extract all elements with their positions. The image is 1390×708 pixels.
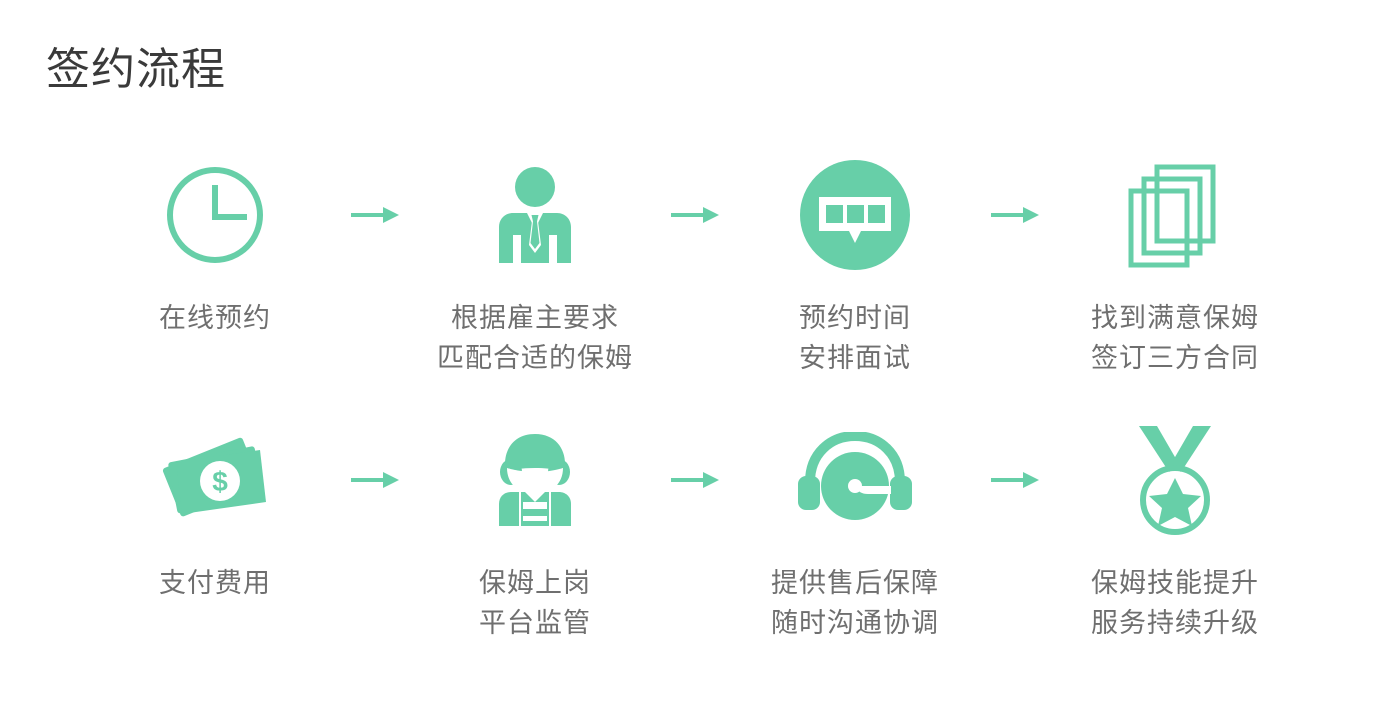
flow-row-1: 在线预约 根据雇主要求 匹配合适的保姆 [0,160,1390,378]
arrow-right-icon [975,425,1055,535]
flow-step-after-sales-support[interactable]: 提供售后保障 随时沟通协调 [735,425,975,643]
stacked-documents-icon [1110,160,1240,270]
cash-money-icon: $ [150,425,280,535]
flow-step-label: 支付费用 [159,563,271,603]
flow-step-label-line2: 匹配合适的保姆 [437,343,633,373]
flow-step-label-line1: 保姆技能提升 [1091,568,1259,598]
flow-step-skill-upgrade[interactable]: 保姆技能提升 服务持续升级 [1055,425,1295,643]
businessman-icon [470,160,600,270]
svg-text:$: $ [212,466,228,497]
flow-step-label-line1: 找到满意保姆 [1091,303,1259,333]
headset-support-icon [790,425,920,535]
flow-step-label: 预约时间 安排面试 [799,298,911,378]
flow-step-label-line1: 根据雇主要求 [451,303,619,333]
flow-step-label-line1: 在线预约 [159,303,271,333]
flow-step-label: 在线预约 [159,298,271,338]
chat-bubble-icon [790,160,920,270]
flow-step-nanny-onboard[interactable]: 保姆上岗 平台监管 [415,425,655,643]
arrow-right-icon [655,160,735,270]
flow-step-label: 根据雇主要求 匹配合适的保姆 [437,298,633,378]
flow-step-label-line1: 预约时间 [799,303,911,333]
medal-star-icon [1110,425,1240,535]
flow-step-label: 保姆上岗 平台监管 [479,563,591,643]
flow-step-label-line1: 支付费用 [159,568,271,598]
nanny-icon [470,425,600,535]
flow-step-label-line2: 安排面试 [799,343,911,373]
flow-step-sign-contract[interactable]: 找到满意保姆 签订三方合同 [1055,160,1295,378]
flow-step-match-nanny[interactable]: 根据雇主要求 匹配合适的保姆 [415,160,655,378]
arrow-right-icon [335,425,415,535]
arrow-right-icon [975,160,1055,270]
flow-row-2: $ 支付费用 [0,425,1390,643]
arrow-right-icon [655,425,735,535]
flow-step-label-line2: 签订三方合同 [1091,343,1259,373]
flow-step-label-line2: 平台监管 [479,608,591,638]
flow-step-label: 提供售后保障 随时沟通协调 [771,563,939,643]
flow-step-label-line1: 提供售后保障 [771,568,939,598]
arrow-right-icon [335,160,415,270]
flow-step-schedule-interview[interactable]: 预约时间 安排面试 [735,160,975,378]
flow-step-label-line2: 随时沟通协调 [771,608,939,638]
flow-step-label-line2: 服务持续升级 [1091,608,1259,638]
clock-icon [150,160,280,270]
flow-step-label: 保姆技能提升 服务持续升级 [1091,563,1259,643]
flow-step-online-booking[interactable]: 在线预约 [95,160,335,338]
flow-step-payment[interactable]: $ 支付费用 [95,425,335,603]
flow-step-label: 找到满意保姆 签订三方合同 [1091,298,1259,378]
page-title: 签约流程 [46,45,226,94]
flow-step-label-line1: 保姆上岗 [479,568,591,598]
